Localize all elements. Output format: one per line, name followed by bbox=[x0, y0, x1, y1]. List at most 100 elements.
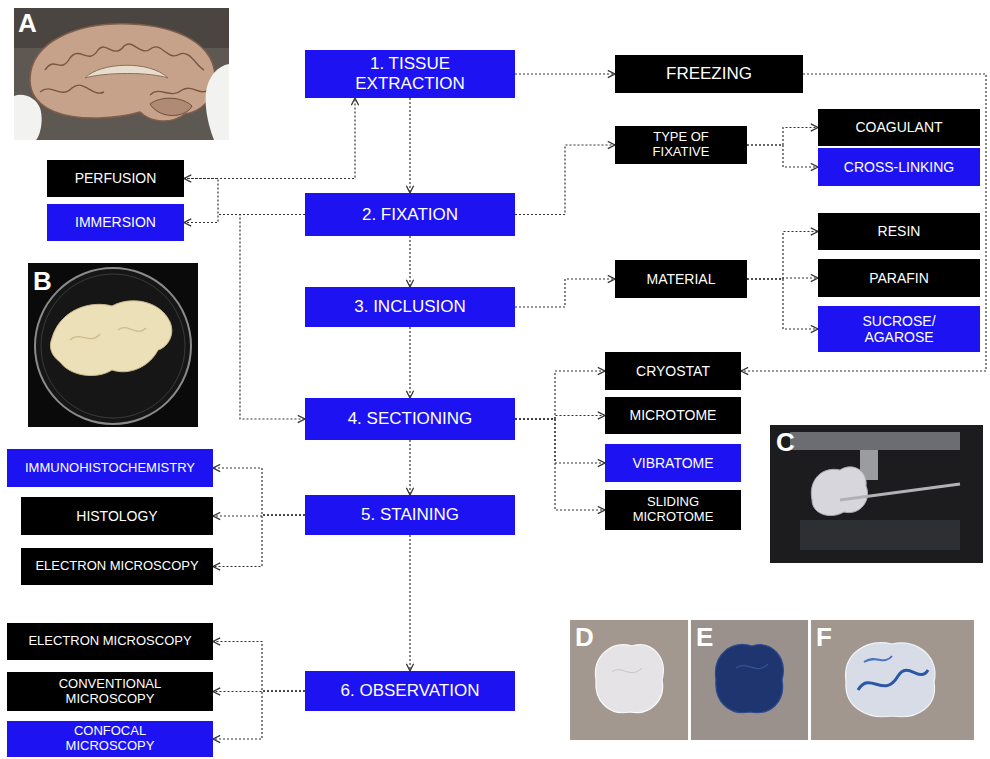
vibratome-photo bbox=[811, 467, 867, 516]
dotted-connector bbox=[409, 236, 410, 287]
dotted-connector bbox=[409, 440, 410, 495]
option-box: CRYOSTAT bbox=[605, 352, 741, 390]
panel-letter: E bbox=[696, 624, 713, 650]
step-box: 2. FIXATION bbox=[305, 193, 515, 236]
step-box: 1. TISSUE EXTRACTION bbox=[305, 50, 515, 98]
vibratome-photo bbox=[770, 425, 983, 563]
dotted-connector bbox=[409, 327, 410, 398]
panel-letter: A bbox=[18, 10, 37, 36]
dotted-connector bbox=[515, 73, 615, 74]
brain-photo bbox=[40, 85, 104, 93]
box-label: FREEZING bbox=[666, 64, 752, 84]
box-label: SUCROSE/ AGAROSE bbox=[849, 313, 949, 345]
section-photo-e bbox=[691, 620, 808, 740]
section-photo-e bbox=[691, 620, 808, 740]
box-label: COAGULANT bbox=[855, 119, 942, 135]
box-label: CONVENTIONAL MICROSCOPY bbox=[40, 677, 180, 707]
dotted-connector bbox=[747, 128, 818, 146]
box-label: IMMERSION bbox=[75, 214, 156, 230]
section-photo-e bbox=[715, 645, 783, 713]
dotted-connector bbox=[515, 419, 605, 510]
dotted-connector bbox=[213, 642, 305, 692]
panel-letter-text: C bbox=[776, 427, 795, 457]
option-box: PARAFIN bbox=[818, 259, 980, 297]
brain-photo bbox=[14, 8, 229, 140]
step-box: SUCROSE/ AGAROSE bbox=[818, 306, 980, 352]
vibratome-photo bbox=[800, 520, 960, 550]
box-label: PERFUSION bbox=[75, 170, 157, 186]
box-label: HISTOLOGY bbox=[76, 508, 157, 524]
option-box: ELECTRON MICROSCOPY bbox=[7, 623, 213, 660]
slab-photo bbox=[41, 274, 185, 418]
box-label: IMMUNOHISTOCHEMISTRY bbox=[25, 461, 195, 476]
box-label: ELECTRON MICROSCOPY bbox=[28, 634, 191, 649]
section-photo-e bbox=[736, 664, 768, 669]
option-box: ELECTRON MICROSCOPY bbox=[21, 548, 213, 585]
box-label: 4. SECTIONING bbox=[348, 409, 473, 429]
brain-photo bbox=[150, 98, 192, 115]
section-photo-f bbox=[811, 620, 974, 740]
section-photo-d bbox=[612, 668, 642, 673]
dotted-connector bbox=[184, 179, 305, 215]
step-box: CONFOCAL MICROSCOPY bbox=[7, 721, 213, 757]
step-box: VIBRATOME bbox=[605, 444, 741, 482]
dotted-connector bbox=[747, 232, 818, 280]
dotted-connector bbox=[747, 278, 818, 279]
panel-letter-text: F bbox=[816, 622, 832, 652]
box-label: 6. OBSERVATION bbox=[341, 681, 480, 701]
panel-letter-text: D bbox=[575, 622, 594, 652]
brain-photo bbox=[206, 64, 229, 140]
dotted-connector bbox=[515, 419, 605, 463]
option-box: RESIN bbox=[818, 213, 980, 250]
option-box: FREEZING bbox=[615, 55, 803, 93]
option-box: CONVENTIONAL MICROSCOPY bbox=[7, 672, 213, 711]
section-photo-f bbox=[846, 643, 935, 717]
box-label: CROSS-LINKING bbox=[844, 159, 954, 175]
section-photo-f bbox=[811, 620, 974, 740]
panel-letter-text: A bbox=[18, 8, 37, 38]
box-label: RESIN bbox=[878, 223, 921, 239]
panel-letter: D bbox=[575, 624, 594, 650]
dotted-connector bbox=[184, 98, 355, 179]
brain-photo bbox=[85, 65, 168, 78]
slab-photo bbox=[28, 263, 198, 427]
option-box: SLIDING MICROTOME bbox=[605, 490, 741, 530]
box-label: CONFOCAL MICROSCOPY bbox=[40, 724, 180, 754]
panel-letter-text: B bbox=[33, 266, 52, 296]
panel-letter: C bbox=[776, 429, 795, 455]
step-box: 5. STAINING bbox=[305, 495, 515, 535]
box-label: MATERIAL bbox=[647, 271, 716, 287]
vibratome-photo bbox=[770, 425, 983, 563]
dotted-connector bbox=[213, 468, 305, 515]
section-photo-d bbox=[595, 645, 663, 713]
section-photo-d bbox=[570, 620, 688, 740]
dotted-connector bbox=[409, 98, 410, 193]
box-label: MICROTOME bbox=[630, 407, 717, 423]
brain-photo bbox=[14, 95, 42, 140]
option-box: MATERIAL bbox=[615, 260, 747, 298]
brain-photo bbox=[150, 88, 208, 95]
option-box: HISTOLOGY bbox=[21, 497, 213, 535]
box-label: 3. INCLUSION bbox=[354, 297, 465, 317]
dotted-connector bbox=[240, 215, 305, 420]
dotted-connector bbox=[213, 515, 305, 567]
slab-photo bbox=[70, 328, 146, 340]
step-box: CROSS-LINKING bbox=[818, 148, 980, 186]
dotted-connector bbox=[184, 215, 305, 223]
vibratome-photo bbox=[790, 432, 960, 450]
slab-photo bbox=[50, 301, 171, 376]
option-box: COAGULANT bbox=[818, 109, 980, 146]
dotted-connector bbox=[515, 279, 615, 307]
slab-photo bbox=[35, 268, 191, 424]
dotted-connector bbox=[409, 535, 410, 671]
brain-photo bbox=[30, 24, 215, 121]
panel-letter-text: E bbox=[696, 622, 713, 652]
box-label: 1. TISSUE EXTRACTION bbox=[345, 54, 475, 93]
dotted-connector bbox=[741, 74, 986, 371]
step-box: IMMUNOHISTOCHEMISTRY bbox=[7, 449, 213, 487]
panel-letter: F bbox=[816, 624, 832, 650]
option-box: TYPE OF FIXATIVE bbox=[615, 126, 747, 164]
box-label: SLIDING MICROTOME bbox=[623, 495, 723, 525]
panel-letter: B bbox=[33, 268, 52, 294]
